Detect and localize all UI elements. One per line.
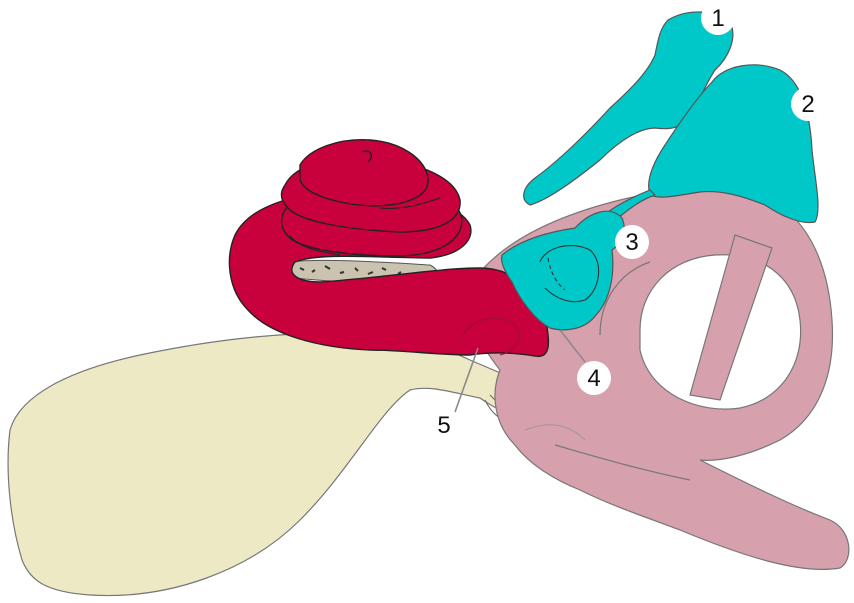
callout-4: 4 — [577, 361, 611, 395]
cochlea-apex — [300, 140, 428, 206]
callout-3-label: 3 — [625, 229, 638, 256]
nerve-group — [8, 334, 515, 596]
callout-1-label: 1 — [711, 5, 724, 32]
callout-4-label: 4 — [587, 365, 600, 392]
canal-crossbar — [690, 235, 772, 400]
callout-3: 3 — [615, 225, 649, 259]
ossicles-group — [502, 12, 818, 330]
callout-5: 5 — [427, 408, 461, 442]
callout-2-label: 2 — [801, 91, 814, 118]
callout-2: 2 — [791, 87, 825, 121]
vestibulocochlear-nerve — [8, 334, 515, 596]
callout-1: 1 — [701, 1, 735, 35]
cochlea-group — [229, 140, 548, 357]
callout-5-label: 5 — [437, 412, 450, 439]
